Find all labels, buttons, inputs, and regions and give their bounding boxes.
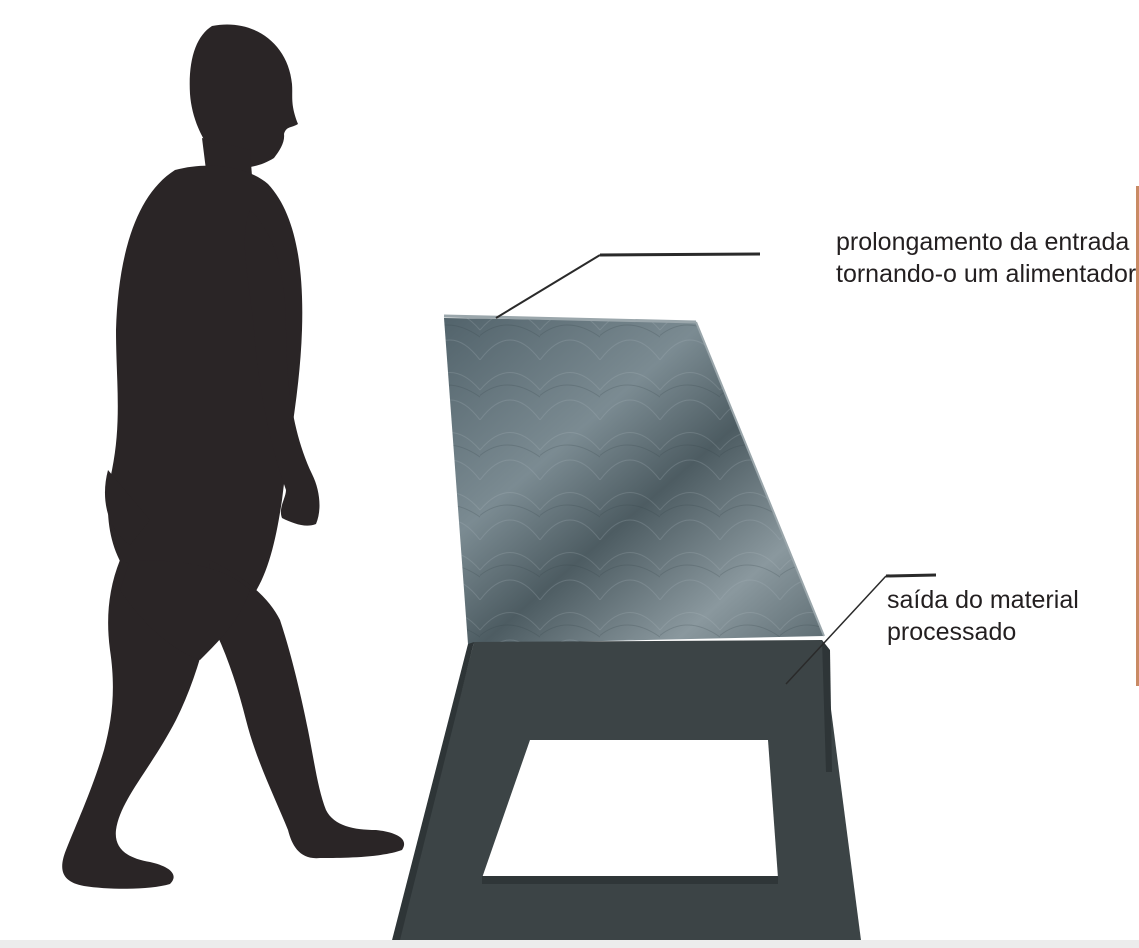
label-feed-extension: prolongamento da entrada tornando-o um a… [836, 226, 1136, 290]
label-feed-extension-line2: tornando-o um alimentador [836, 260, 1137, 288]
accent-bar [1136, 186, 1139, 686]
ground-shadow [0, 940, 1139, 948]
hopper [443, 314, 825, 644]
stand [390, 640, 862, 948]
label-material-outlet-line2: processado [887, 618, 1017, 646]
label-feed-extension-line1: prolongamento da entrada [836, 228, 1130, 256]
stand-opening [482, 740, 778, 878]
human-silhouette [62, 24, 405, 889]
leader-line-material-outlet [785, 573, 937, 685]
label-material-outlet-line1: saída do material [887, 586, 1079, 614]
leader-line-feed-extension [495, 252, 761, 319]
label-material-outlet: saída do material processado [887, 584, 1079, 648]
